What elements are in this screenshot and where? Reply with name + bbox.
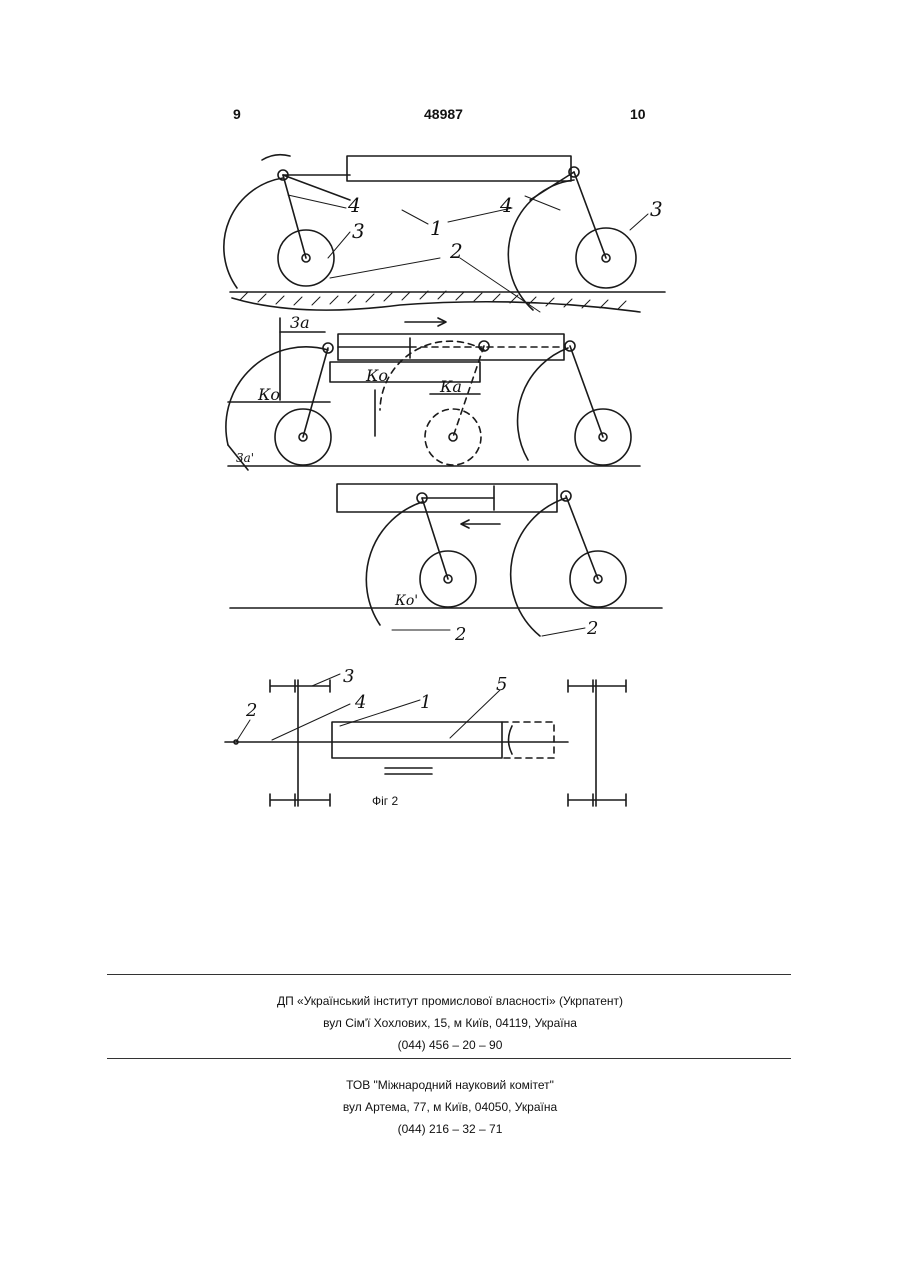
lever-arm	[283, 175, 306, 258]
frame-plan-dashed	[502, 722, 554, 758]
wheel-dashed	[425, 409, 481, 465]
printer-block: ТОВ "Міжнародний науковий комітет" вул А…	[0, 1074, 900, 1140]
printer-phone: (044) 216 – 32 – 71	[0, 1118, 900, 1140]
lever-arm	[570, 346, 603, 437]
figure-view-3	[230, 484, 662, 636]
callout-2: 2	[245, 700, 257, 721]
wheel-plan-right-top	[568, 680, 626, 692]
wheel-plan-right-bottom	[568, 794, 626, 806]
leader-lines-1	[402, 208, 512, 224]
frame-break	[509, 726, 513, 754]
ground-profile	[232, 298, 640, 312]
publisher-block: ДП «Український інститут промислової вла…	[0, 990, 900, 1056]
tie-rod	[530, 172, 574, 200]
callout-4: 4	[347, 193, 361, 217]
callout-4: 4	[354, 692, 366, 713]
label-ka: Ка	[439, 377, 462, 396]
wheel-plan-left-bottom	[270, 794, 330, 806]
callout-3: 3	[343, 666, 354, 687]
callout-2: 2	[449, 239, 463, 263]
leader-lines-plan	[236, 674, 500, 742]
callout-5: 5	[496, 674, 507, 695]
frame-1	[347, 156, 571, 181]
lever-arm	[566, 496, 598, 579]
callout-1: 1	[420, 692, 431, 713]
callout-2: 2	[586, 618, 598, 639]
sector-right-2	[518, 348, 568, 460]
callout-3: 3	[650, 197, 663, 221]
label-ko: Ко	[365, 366, 388, 385]
publisher-phone: (044) 456 – 20 – 90	[0, 1034, 900, 1056]
leader-lines-4	[288, 195, 560, 210]
label-ko: Ко	[257, 385, 280, 404]
figure-caption: Фіг 2	[372, 794, 399, 808]
leader-line-2	[542, 628, 585, 636]
ground-hatching	[240, 291, 626, 309]
rotation-arrow	[262, 155, 290, 160]
printer-address: вул Артема, 77, м Київ, 04050, Україна	[0, 1096, 900, 1118]
sector-right-3	[511, 498, 566, 636]
sector-dashed	[380, 341, 484, 410]
figure-view-2	[226, 318, 640, 470]
callout-4: 4	[499, 193, 513, 217]
leader-line-3	[328, 214, 648, 258]
callout-2: 2	[454, 624, 466, 645]
label-ko-prime: Ко'	[394, 593, 418, 609]
callout-3: 3	[352, 219, 365, 243]
figure-view-1	[224, 155, 665, 312]
divider-top	[107, 974, 791, 975]
label-3a: 3а	[290, 313, 310, 332]
publisher-name: ДП «Український інститут промислової вла…	[0, 990, 900, 1012]
callout-1: 1	[430, 216, 443, 240]
label-3a-prime: 3а'	[236, 451, 254, 465]
printer-name: ТОВ "Міжнародний науковий комітет"	[0, 1074, 900, 1096]
divider-bottom	[107, 1058, 791, 1059]
lever-arm	[422, 498, 448, 579]
frame-plan	[332, 722, 502, 758]
publisher-address: вул Сім'ї Хохлових, 15, м Київ, 04119, У…	[0, 1012, 900, 1034]
sector-left	[224, 178, 283, 288]
sector-right	[508, 180, 574, 310]
lever-arm	[303, 348, 328, 437]
wheel-hub	[449, 433, 457, 441]
